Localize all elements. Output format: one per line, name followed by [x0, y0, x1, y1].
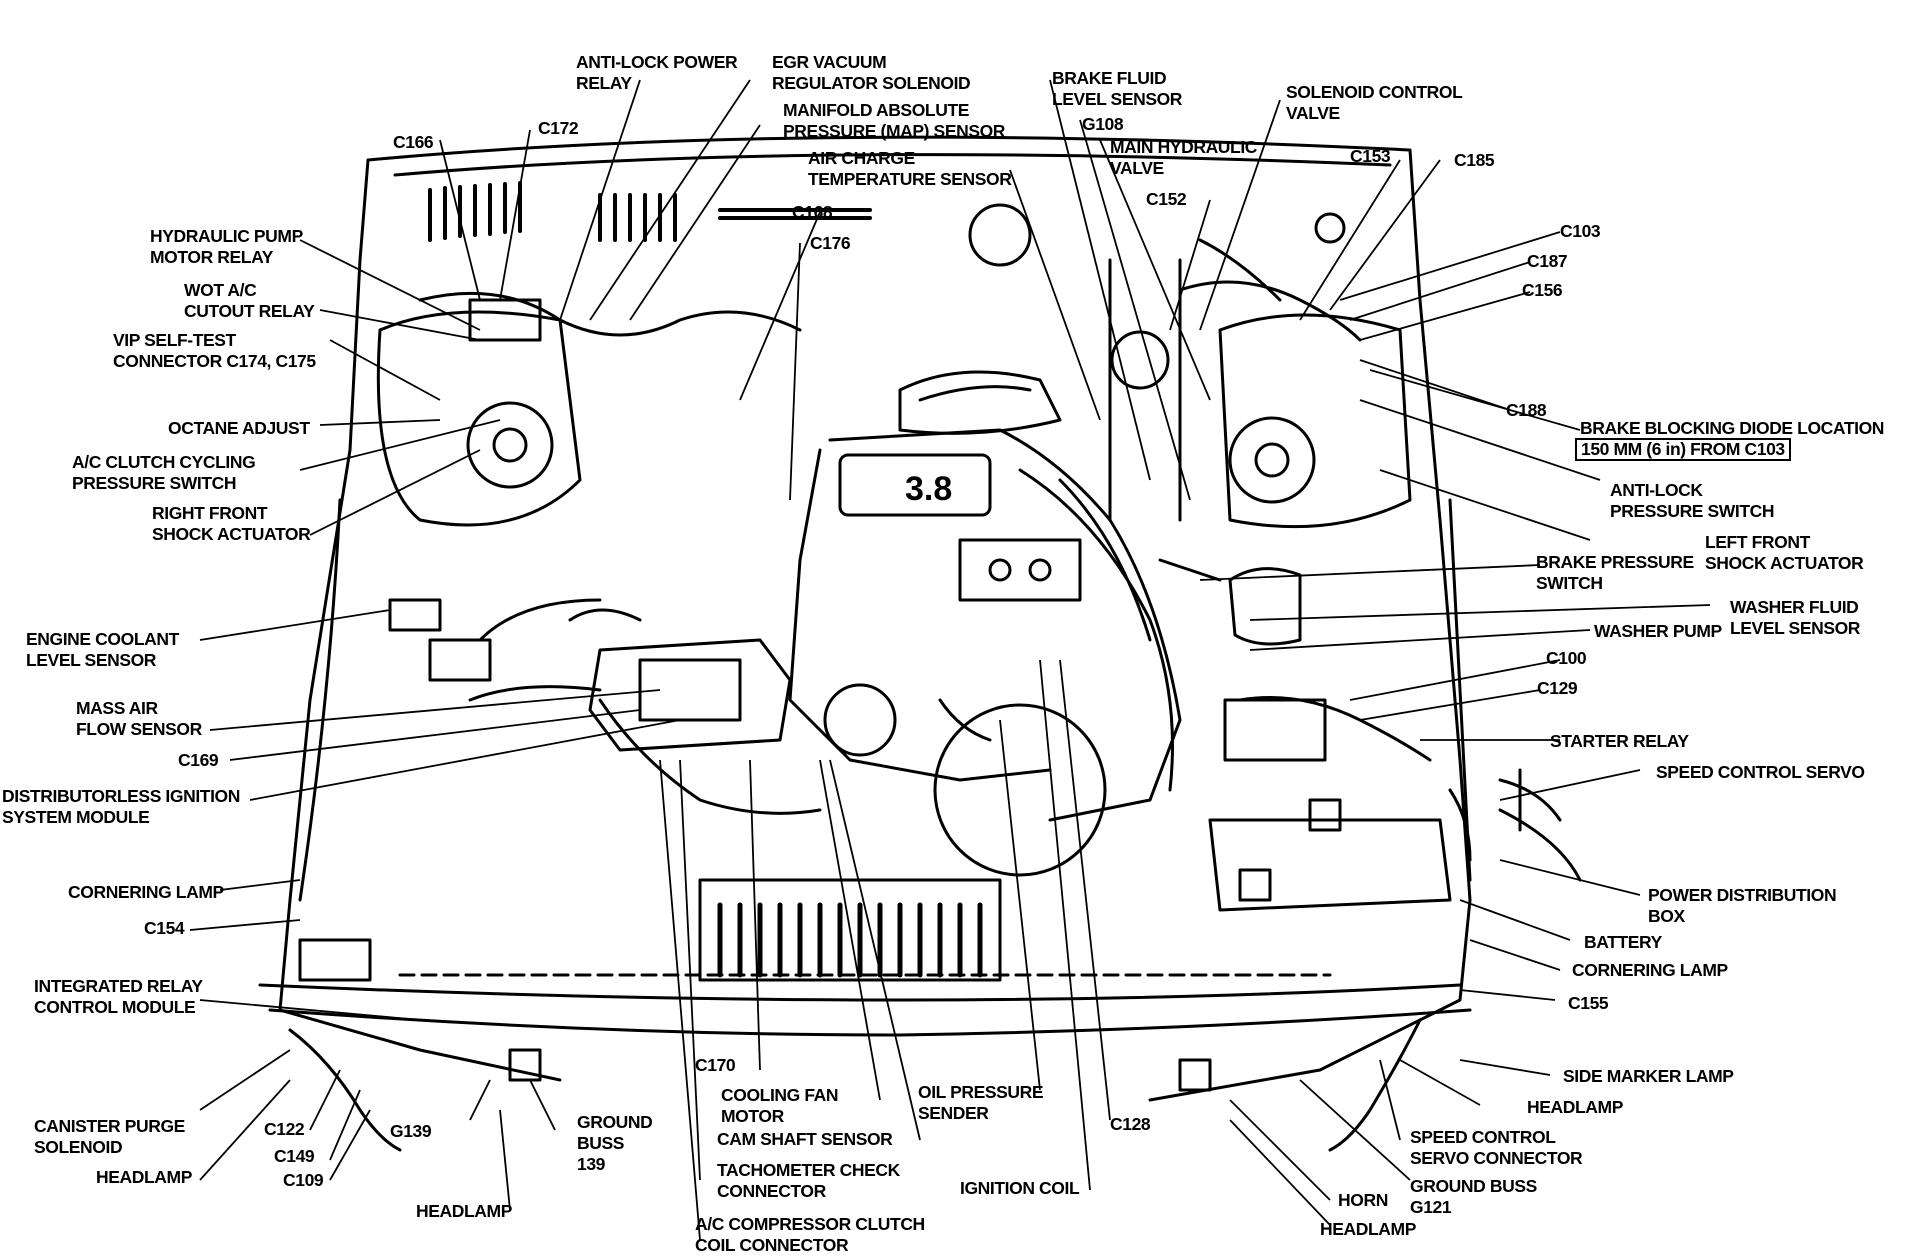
label-hydraulic-pump-motor-relay: HYDRAULIC PUMP MOTOR RELAY — [150, 226, 303, 267]
label-ignition-coil: IGNITION COIL — [960, 1178, 1080, 1198]
label-air-charge-temperature-sensor: AIR CHARGE TEMPERATURE SENSOR — [808, 148, 1012, 189]
label-c170: C170 — [695, 1055, 736, 1075]
label-ground-buss-139: GROUND BUSS 139 — [577, 1112, 653, 1174]
label-mass-air-flow-sensor: MASS AIR FLOW SENSOR — [76, 698, 202, 739]
label-cam-shaft-sensor: CAM SHAFT SENSOR — [717, 1129, 893, 1149]
label-integrated-relay-control-module: INTEGRATED RELAY CONTROL MODULE — [34, 976, 203, 1017]
label-c154: C154 — [144, 918, 185, 938]
label-c153: C153 — [1350, 146, 1391, 166]
label-washer-pump: WASHER PUMP — [1594, 621, 1722, 641]
label-c155: C155 — [1568, 993, 1609, 1013]
label-horn: HORN — [1338, 1190, 1388, 1210]
label-brake-fluid-level-sensor: BRAKE FLUID LEVEL SENSOR — [1052, 68, 1183, 109]
label-cooling-fan-motor: COOLING FAN MOTOR — [721, 1085, 839, 1126]
label-c122: C122 — [264, 1119, 305, 1139]
label-c187: C187 — [1527, 251, 1568, 271]
label-g108: G108 — [1082, 114, 1124, 134]
label-tachometer-check-connector: TACHOMETER CHECK CONNECTOR — [717, 1160, 900, 1201]
label-speed-control-servo: SPEED CONTROL SERVO — [1656, 762, 1865, 782]
label-cornering-lamp-right: CORNERING LAMP — [1572, 960, 1728, 980]
label-c156: C156 — [1522, 280, 1563, 300]
label-antilock-pressure-switch: ANTI-LOCK PRESSURE SWITCH — [1610, 480, 1775, 521]
label-c176: C176 — [810, 233, 851, 253]
label-canister-purge-solenoid: CANISTER PURGE SOLENOID — [34, 1116, 185, 1157]
label-antilock-power-relay: ANTI-LOCK POWER RELAY — [576, 52, 738, 93]
label-octane-adjust: OCTANE ADJUST — [168, 418, 310, 438]
label-c188: C188 — [1506, 400, 1547, 420]
label-washer-fluid-level-sensor: WASHER FLUID LEVEL SENSOR — [1730, 597, 1861, 638]
label-main-hydraulic-valve: MAIN HYDRAULIC VALVE — [1110, 137, 1258, 178]
label-brake-blocking-distance: 150 MM (6 in) FROM C103 — [1575, 438, 1791, 461]
label-headlamp-bottom-left: HEADLAMP — [416, 1201, 512, 1221]
label-brake-blocking-diode: BRAKE BLOCKING DIODE LOCATION — [1580, 418, 1885, 438]
label-ac-clutch-cycling-switch: A/C CLUTCH CYCLING PRESSURE SWITCH — [72, 452, 256, 493]
label-oil-pressure-sender: OIL PRESSURE SENDER — [918, 1082, 1044, 1123]
label-headlamp-bottom-right: HEADLAMP — [1320, 1219, 1416, 1239]
label-g139: G139 — [390, 1121, 432, 1141]
label-vip-self-test-connector: VIP SELF-TEST CONNECTOR C174, C175 — [113, 330, 316, 371]
label-c128: C128 — [1110, 1114, 1151, 1134]
label-engine-coolant-level-sensor: ENGINE COOLANT LEVEL SENSOR — [26, 629, 179, 670]
label-cornering-lamp-left: CORNERING LAMP — [68, 882, 224, 902]
label-c109: C109 — [283, 1170, 324, 1190]
label-battery: BATTERY — [1584, 932, 1662, 952]
label-side-marker-lamp: SIDE MARKER LAMP — [1563, 1066, 1734, 1086]
label-ground-buss-g121: GROUND BUSS G121 — [1410, 1176, 1537, 1217]
label-c152: C152 — [1146, 189, 1187, 209]
label-egr-vacuum-regulator-solenoid: EGR VACUUM REGULATOR SOLENOID — [772, 52, 971, 93]
label-c185: C185 — [1454, 150, 1495, 170]
label-distributorless-ignition-module: DISTRIBUTORLESS IGNITION SYSTEM MODULE — [2, 786, 241, 827]
label-c129: C129 — [1537, 678, 1578, 698]
label-wot-ac-cutout-relay: WOT A/C CUTOUT RELAY — [184, 280, 315, 321]
label-c166: C166 — [393, 132, 434, 152]
label-c168: C168 — [792, 202, 833, 222]
label-headlamp-left: HEADLAMP — [96, 1167, 192, 1187]
label-brake-pressure-switch: BRAKE PRESSURE SWITCH — [1536, 552, 1694, 593]
label-c149: C149 — [274, 1146, 315, 1166]
label-headlamp-right: HEADLAMP — [1527, 1097, 1623, 1117]
label-map-sensor: MANIFOLD ABSOLUTE PRESSURE (MAP) SENSOR — [783, 100, 1006, 141]
label-left-front-shock-actuator: LEFT FRONT SHOCK ACTUATOR — [1705, 532, 1864, 573]
label-solenoid-control-valve: SOLENOID CONTROL VALVE — [1286, 82, 1463, 123]
label-starter-relay: STARTER RELAY — [1550, 731, 1689, 751]
label-power-distribution-box: POWER DISTRIBUTION BOX — [1648, 885, 1837, 926]
label-c169: C169 — [178, 750, 219, 770]
label-right-front-shock-actuator: RIGHT FRONT SHOCK ACTUATOR — [152, 503, 311, 544]
label-c100: C100 — [1546, 648, 1587, 668]
label-c172: C172 — [538, 118, 579, 138]
engine-badge-text: 3.8 — [905, 470, 952, 508]
label-speed-control-servo-connector: SPEED CONTROL SERVO CONNECTOR — [1410, 1127, 1583, 1168]
label-c103: C103 — [1560, 221, 1601, 241]
label-ac-compressor-clutch-connector: A/C COMPRESSOR CLUTCH COIL CONNECTOR — [695, 1214, 925, 1255]
